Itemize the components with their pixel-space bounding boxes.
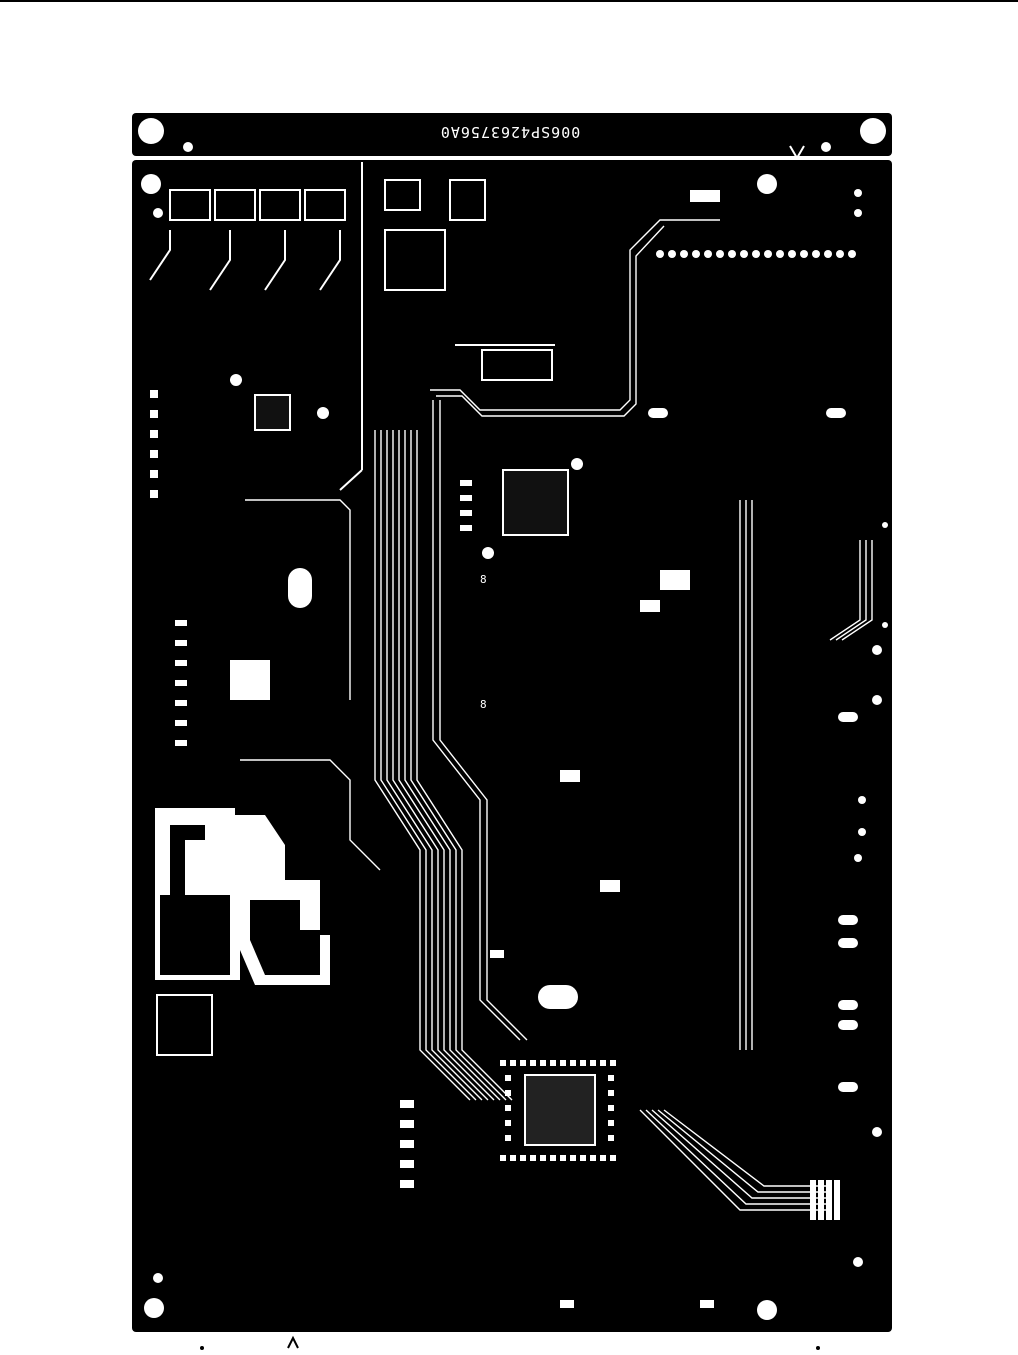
fiducial-bottom-right [816, 1346, 820, 1350]
ic-large-center [503, 470, 568, 535]
bga-package [525, 1075, 595, 1145]
mount-hole-top-left [138, 118, 164, 144]
pad-header-row [656, 250, 856, 258]
mount-hole-left-upper [141, 174, 161, 194]
ic-small-upper-left [255, 395, 290, 430]
silkscreen-digit-mark: 8 [480, 573, 487, 586]
silkscreen-digit-mark: 8 [480, 698, 487, 711]
mount-hole-center-lower [757, 1300, 777, 1320]
mount-hole-left-lower [144, 1298, 164, 1318]
mount-hole-top-right [860, 118, 886, 144]
board-part-number: 006SP4263756A0 [380, 123, 640, 141]
fiducial-bottom-left [200, 1346, 204, 1350]
mount-hole-right-upper [757, 174, 777, 194]
